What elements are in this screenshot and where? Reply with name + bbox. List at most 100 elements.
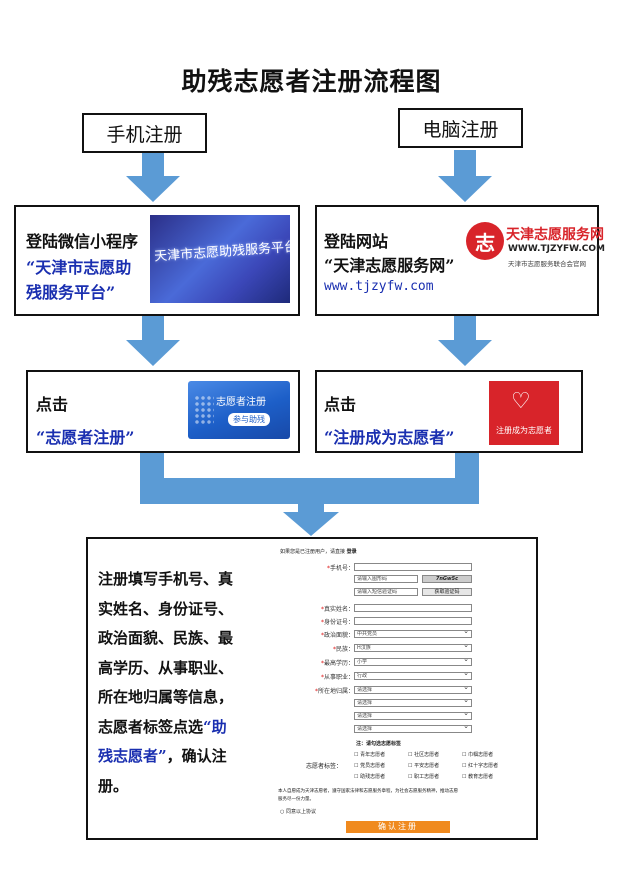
final-line-6: 志愿者标签点选“助 [98,713,273,743]
area-row-4: 请选择 [276,725,530,734]
step-website-box [315,205,599,316]
name-row: *真实姓名： [276,604,530,613]
wechat-image-text: 天津市志愿助残服务平台 [153,239,290,265]
final-line-6-highlight: “助 [203,717,227,736]
final-line-5: 所在地归属等信息， [98,688,234,706]
page-title: 助残志愿者注册流程图 [181,67,442,96]
job-label: *从事职业： [320,674,354,681]
arrow-left-1 [126,150,180,202]
agreement-line-1: 本人自愿成为天津志愿者，遵守国家法律和志愿服务章程，为社会志愿服务精神，推动志愿 [278,789,458,794]
final-instructions: 注册填写手机号、真 实姓名、身份证号、 政治面貌、民族、最 高学历、从事职业、 … [98,565,273,801]
merge-down-stem [298,500,324,514]
tjzyfw-logo-url: WWW.TJZYFW.COM [508,244,605,254]
register-image-title: 志愿者注册 [216,397,266,408]
area-label: *所在地归属： [314,688,354,695]
sms-code-input[interactable]: 请输入短信验证码 [354,588,418,596]
sms-row: 请输入短信验证码 获取验证码 [276,588,530,597]
tag-checkbox-3[interactable]: ☐ 巾帼志愿者 [462,752,494,758]
form-top-note: 如果您是已注册用户，请直接 登录 [280,548,357,555]
phone-input[interactable] [354,563,472,571]
area-select-2[interactable]: 请选择 [354,699,472,707]
final-line-7-highlight: 残志愿者” [98,747,167,765]
final-line-4: 高学历、从事职业、 [98,658,234,677]
ethnic-row: *民族： H汉族 [276,644,530,653]
click-register-line-2: “志愿者注册” [36,428,135,447]
register-image-pattern [194,395,214,425]
area-select-3[interactable]: 请选择 [354,712,472,720]
edu-row: *最高学历： 小学 [276,658,530,667]
wechat-line-1: 登陆微信小程序 [26,232,139,251]
website-line-2: “天津志愿服务网” [324,256,455,275]
tag-hint: 注：请勾选志愿标签 [356,741,402,747]
arrow-right-1 [438,150,492,202]
wechat-platform-image: 天津市志愿助残服务平台 [150,215,290,303]
tjzyfw-logo: 志 天津志愿服务网 WWW.TJZYFW.COM 天津市志愿服务联合会官网 [466,220,605,282]
tjzyfw-logo-mark: 志 [466,222,504,260]
start-mobile-label: 手机注册 [106,123,183,146]
become-volunteer-image-text: 注册成为志愿者 [496,426,552,435]
volunteer-register-image: 志愿者注册 参与助残 [188,381,290,439]
real-name-input[interactable] [354,604,472,612]
tag-label: 志愿者标签： [306,763,343,770]
arrow-left-2 [126,316,180,366]
agree-radio[interactable]: ○ 同意以上协议 [280,809,316,815]
edu-label: *最高学历： [320,660,354,667]
heart-hands-icon: ♡ [511,389,531,414]
education-select[interactable]: 小学 [354,658,472,666]
final-line-3: 政治面貌、民族、最 [98,629,234,647]
ethnic-label: *民族： [332,646,354,653]
final-line-8: 册。 [98,776,129,795]
final-line-7-suffix: ，确认注 [166,747,227,765]
tag-checkbox-2[interactable]: ☐ 社区志愿者 [408,752,440,758]
become-volunteer-image: ♡ 注册成为志愿者 [489,381,559,445]
website-url: www.tjzyfw.com [324,279,434,294]
click-register-line-1: 点击 [36,395,69,414]
tjzyfw-logo-title: 天津志愿服务网 [506,227,604,243]
area-row-3: 请选择 [276,712,530,721]
click-become-line-1: 点击 [324,395,357,414]
tag-checkbox-6[interactable]: ☐ 红十字志愿者 [462,763,499,769]
phone-label: *手机号： [326,565,354,572]
wechat-line-3: 残服务平台” [26,283,116,302]
area-row-2: 请选择 [276,699,530,708]
final-line-6-prefix: 志愿者标签点选 [98,717,204,736]
form-top-note-text: 如果您是已注册用户，请直接 [280,549,346,555]
start-mobile-register: 手机注册 [82,113,207,153]
political-select[interactable]: 中共党员 [354,630,472,638]
get-sms-code-button[interactable]: 获取验证码 [422,588,472,596]
captcha-row: 请输入图形码 7nGw5c [276,575,530,584]
register-image-button: 参与助残 [228,413,270,426]
political-label: *政治面貌： [320,632,354,639]
start-pc-register: 电脑注册 [398,108,523,148]
id-row: *身份证号： [276,617,530,626]
click-become-line-2: “注册成为志愿者” [324,428,455,447]
captcha-input[interactable]: 请输入图形码 [354,575,418,583]
tag-checkbox-9[interactable]: ☐ 教育志愿者 [462,774,494,780]
login-link[interactable]: 登录 [346,549,357,555]
tjzyfw-logo-subtitle: 天津市志愿服务联合会官网 [508,260,586,268]
arrow-right-2 [438,316,492,366]
phone-row: *手机号： [276,563,530,572]
occupation-select[interactable]: 行政 [354,672,472,680]
area-select-4[interactable]: 请选择 [354,725,472,733]
merge-bar [140,478,479,504]
id-label: *身份证号： [320,619,354,626]
area-row: *所在地归属： 请选择 [276,686,530,695]
id-number-input[interactable] [354,617,472,625]
confirm-register-button[interactable]: 确认注册 [346,821,450,833]
tag-checkbox-7[interactable]: ☐ 助残志愿者 [354,774,386,780]
area-select-1[interactable]: 请选择 [354,686,472,694]
tag-checkbox-1[interactable]: ☐ 青年志愿者 [354,752,386,758]
tag-checkbox-5[interactable]: ☐ 平安志愿者 [408,763,440,769]
wechat-line-2: “天津市志愿助 [26,258,132,277]
registration-form: 如果您是已注册用户，请直接 登录 *手机号： 请输入图形码 7nGw5c 请输入… [276,545,530,835]
ethnic-select[interactable]: H汉族 [354,644,472,652]
tag-checkbox-8[interactable]: ☐ 职工志愿者 [408,774,440,780]
merge-arrowhead [283,512,339,536]
tag-checkbox-4[interactable]: ☐ 党员志愿者 [354,763,386,769]
final-line-2: 实姓名、身份证号、 [98,599,234,618]
captcha-image[interactable]: 7nGw5c [422,575,472,583]
agreement-line-2: 服务尽一份力量。 [278,797,314,802]
website-line-1: 登陆网站 [324,232,389,251]
final-line-7: 残志愿者”，确认注 [98,742,273,772]
